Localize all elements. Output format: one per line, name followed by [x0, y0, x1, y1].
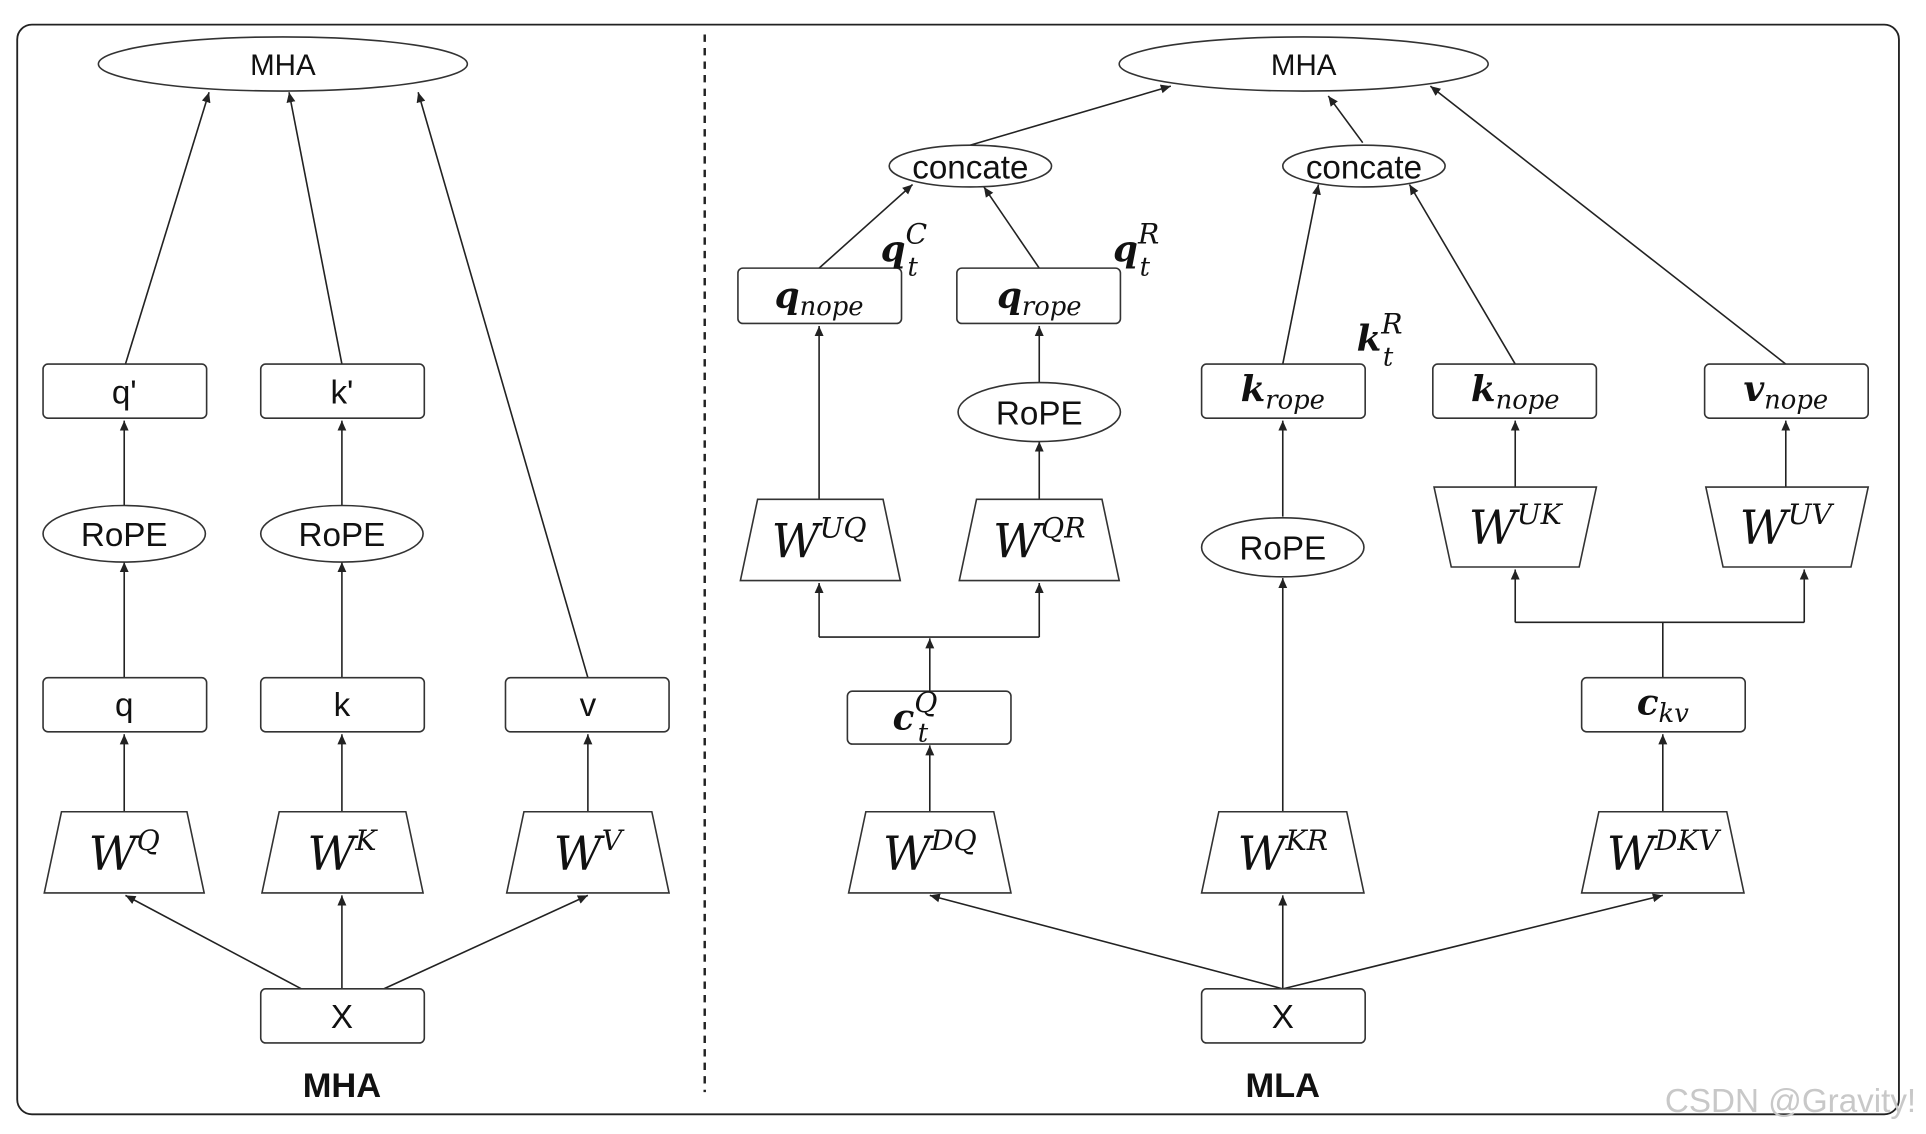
wkr-trapezoid: [1200, 810, 1365, 894]
mha-panel: MHA q' k' RoPE RoPE q k v WQ WK WV X MHA: [42, 36, 671, 1105]
concat-q-label: concate: [912, 149, 1028, 186]
wqr-trapezoid: [958, 498, 1121, 582]
concat-q-ellipse: [888, 144, 1053, 188]
k-prime-label: k': [330, 374, 353, 411]
mha-edges: [119, 92, 593, 990]
ckv-label: ckv: [1637, 683, 1689, 729]
q-prime-label: q': [112, 374, 137, 411]
concat-kv-ellipse: [1281, 144, 1446, 188]
mla-edges: [814, 84, 1809, 990]
k-nope-label: knope: [1471, 369, 1560, 415]
k-label: k: [334, 687, 351, 724]
k-prime-box: [259, 363, 426, 419]
v-label: v: [580, 687, 597, 724]
mla-x-box: [1200, 988, 1366, 1044]
mha-rope-q-ellipse: [42, 504, 207, 563]
wuv-trapezoid: [1704, 486, 1870, 568]
mla-rope-q-label: RoPE: [996, 395, 1083, 432]
mha-top-ellipse: [97, 36, 469, 92]
v-nope-box: [1703, 363, 1869, 419]
q-nope-label: qnope: [775, 275, 864, 321]
q-rope-box: [956, 267, 1122, 325]
mla-top-label: MHA: [1271, 49, 1337, 82]
k-rope-box: [1200, 363, 1366, 419]
watermark: CSDN @Gravity!: [1665, 1083, 1916, 1120]
k-nope-box: [1432, 363, 1598, 419]
mla-rope-q-ellipse: [957, 381, 1122, 443]
v-box: [504, 676, 670, 733]
v-nope-label: vnope: [1743, 369, 1828, 415]
wdkv-trapezoid: [1580, 810, 1745, 894]
mla-x-label: X: [1272, 999, 1294, 1036]
q-prime-box: [42, 363, 208, 419]
wq-trapezoid: [43, 810, 206, 894]
wk-trapezoid: [260, 810, 425, 894]
wuk-label: WUK: [1469, 498, 1564, 556]
ckv-box: [1580, 676, 1747, 733]
wuq-label: WUQ: [772, 511, 867, 569]
wqr-label: WQR: [993, 511, 1086, 569]
mha-panel-title: MHA: [303, 1067, 381, 1105]
mha-rope-k-ellipse: [259, 504, 424, 563]
q-label: q: [115, 687, 133, 724]
wv-trapezoid: [505, 810, 671, 894]
wdkv-label: WDKV: [1607, 824, 1722, 882]
concat-kv-label: concate: [1306, 149, 1422, 186]
mla-panel-title: MLA: [1245, 1067, 1320, 1105]
mla-rope-k-label: RoPE: [1239, 531, 1326, 568]
wk-label: WK: [307, 824, 378, 882]
wuq-trapezoid: [739, 498, 902, 582]
wdq-trapezoid: [847, 810, 1012, 894]
mha-top-label: MHA: [250, 49, 316, 82]
wq-label: WQ: [89, 824, 160, 882]
k-rope-label: krope: [1241, 369, 1325, 415]
wkr-label: WKR: [1238, 824, 1328, 882]
mha-rope-k-label: RoPE: [299, 517, 386, 554]
k-box: [259, 676, 426, 733]
ctq-box: [846, 690, 1012, 745]
mha-x-box: [259, 988, 426, 1044]
q-box: [42, 676, 208, 733]
mla-rope-k-ellipse: [1200, 517, 1365, 578]
mha-rope-q-label: RoPE: [81, 517, 168, 554]
wuv-label: WUV: [1740, 498, 1835, 556]
wuk-trapezoid: [1433, 486, 1598, 568]
q-rope-label: qrope: [997, 275, 1082, 321]
outer-frame: [16, 23, 1900, 1116]
wdq-label: WDQ: [883, 824, 977, 882]
mha-x-label: X: [331, 999, 353, 1036]
q-nope-box: [737, 267, 903, 325]
wv-label: WV: [554, 824, 625, 882]
mla-top-ellipse: [1118, 36, 1489, 92]
